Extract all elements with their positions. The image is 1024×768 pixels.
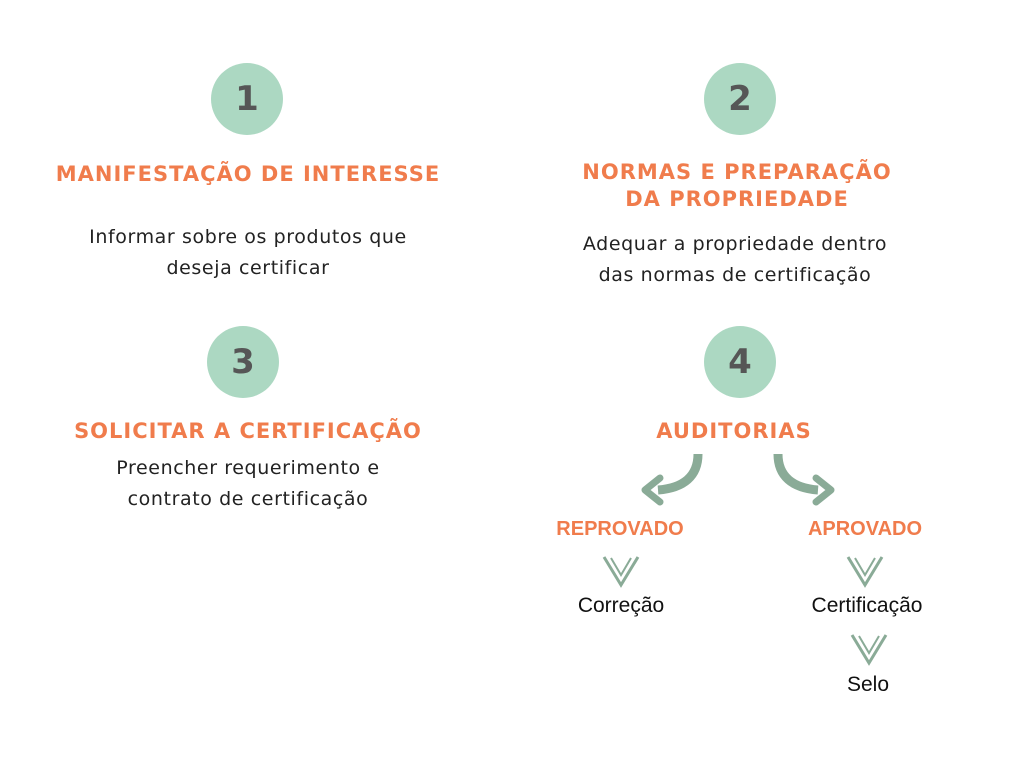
curved-arrow-left-icon [641, 453, 703, 506]
step-3-title: SOLICITAR A CERTIFICAÇÃO [74, 419, 422, 443]
step-2-title: NORMAS E PREPARAÇÃO DA PROPRIEDADE [582, 160, 892, 211]
chevron-down-icon [846, 556, 884, 588]
chevron-down-icon [602, 556, 640, 588]
step-3-number: 3 [207, 326, 279, 398]
chevron-down-icon [850, 634, 888, 666]
outcome-failed-label: REPROVADO [556, 518, 684, 540]
step-2-number: 2 [704, 63, 776, 135]
curved-arrow-right-icon [773, 453, 835, 506]
step-3-description: Preencher requerimento e contrato de cer… [116, 457, 380, 510]
outcome-passed-result: Certificação [811, 594, 923, 617]
step-2-description: Adequar a propriedade dentro das normas … [582, 233, 888, 286]
step-1-number: 1 [211, 63, 283, 135]
step-4-number: 4 [704, 326, 776, 398]
outcome-failed-result: Correção [577, 594, 665, 617]
step-1-title: MANIFESTAÇÃO DE INTERESSE [55, 162, 441, 186]
step-1-description: Informar sobre os produtos que deseja ce… [89, 226, 407, 279]
step-4-title: AUDITORIAS [656, 419, 812, 443]
outcome-passed-label: APROVADO [807, 518, 923, 540]
outcome-passed-final: Selo [846, 673, 890, 696]
